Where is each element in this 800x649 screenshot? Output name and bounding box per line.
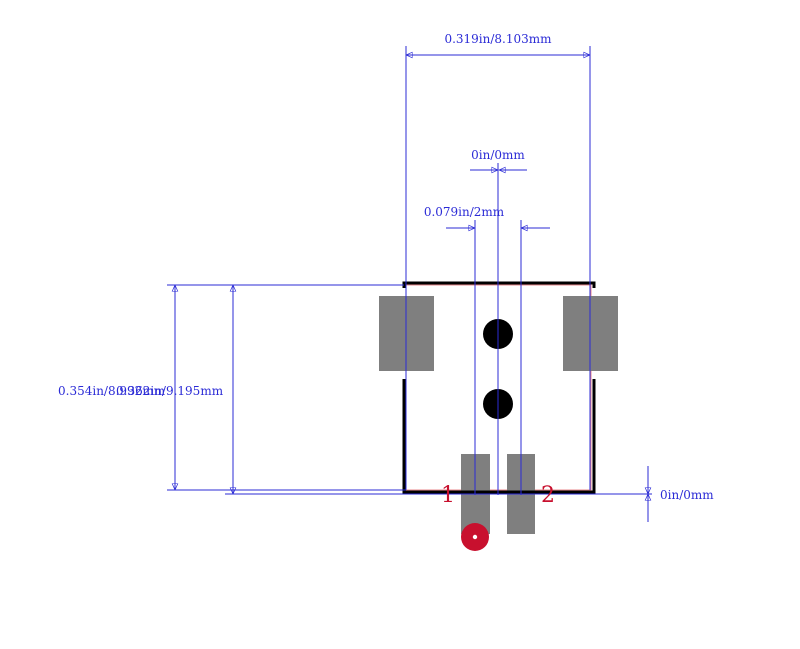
dim-center-offset-label: 0in/0mm <box>471 148 525 162</box>
dim-right-offset-label: 0in/0mm <box>660 488 714 502</box>
pin-1-label: 1 <box>441 483 455 508</box>
dim-top-width-label: 0.319in/8.103mm <box>444 32 552 46</box>
pin1-marker <box>461 523 489 551</box>
dimension-lines <box>167 46 652 522</box>
pin-2-label: 2 <box>541 483 555 508</box>
dim-height-b-label: 0.362in/9.195mm <box>116 384 224 398</box>
dim-height-a-label: 0.354in/8.992mm <box>58 384 166 398</box>
dim-pad-pitch-label: 0.079in/2mm <box>424 205 505 219</box>
